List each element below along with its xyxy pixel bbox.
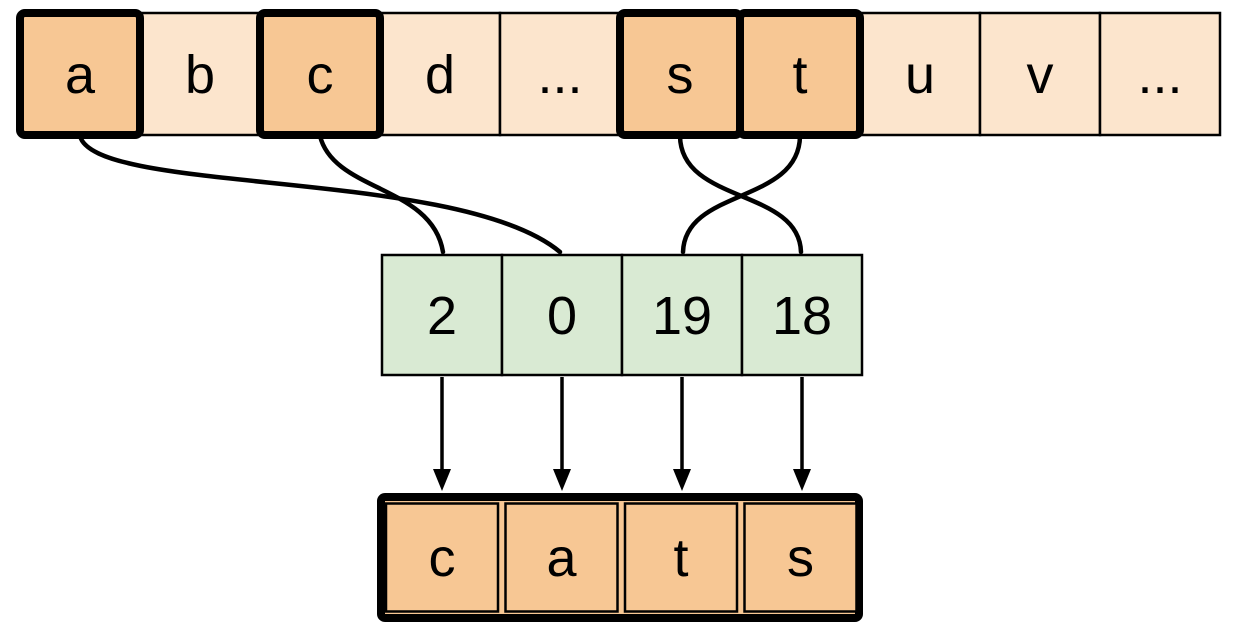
index-cell-value: 19 [652,286,712,346]
output-cell-a [504,502,619,613]
index-cell-value: 18 [772,286,832,346]
arrow-head-3 [793,469,811,491]
output-cell-label: s [787,528,814,588]
output-row: c a t s [377,493,863,622]
alphabet-cell-label: v [1027,45,1054,105]
index-cell-0 [380,253,504,377]
index-to-output-arrows [433,377,811,491]
mapping-curve-a-to-index-0 [77,133,563,255]
alphabet-cell-label: a [65,45,96,105]
alphabet-cell-label: t [792,45,807,105]
output-cell-label: t [673,528,688,588]
index-cell-3 [740,253,864,377]
alphabet-cell-label: c [307,45,334,105]
alphabet-cell-ellipsis-1 [498,11,622,137]
output-cell-label: c [429,528,456,588]
highlighted-cells [16,9,864,139]
index-cell-value: 0 [547,286,577,346]
alphabet-cell-label: b [185,45,215,105]
output-cell-c [384,502,500,613]
index-row: 2 0 19 18 [380,253,864,377]
mapping-curve-c-to-index-2 [317,133,446,255]
output-cell-label: a [546,528,577,588]
alphabet-labels: a b c d ... s t u v ... [65,45,1183,105]
output-cell-t [623,502,739,613]
arrow-head-2 [673,469,691,491]
index-cell-value: 2 [427,286,457,346]
mapping-curve-t-to-index-19 [680,133,803,255]
alphabet-cell-ellipsis-2 [1098,11,1222,137]
arrow-head-0 [433,469,451,491]
output-cell-s [743,502,858,613]
alphabet-cell-label: u [905,45,935,105]
alphabet-cell-label: d [425,45,455,105]
mapping-curves [77,133,804,255]
output-row-border [377,493,863,622]
alphabet-cell-v [978,11,1102,137]
alphabet-cell-label: ... [1137,45,1182,105]
alphabet-cell-label: ... [537,45,582,105]
index-cell-1 [500,253,624,377]
alphabet-cell-b [138,11,262,137]
alphabet-cell-label: s [667,45,694,105]
arrow-head-1 [553,469,571,491]
